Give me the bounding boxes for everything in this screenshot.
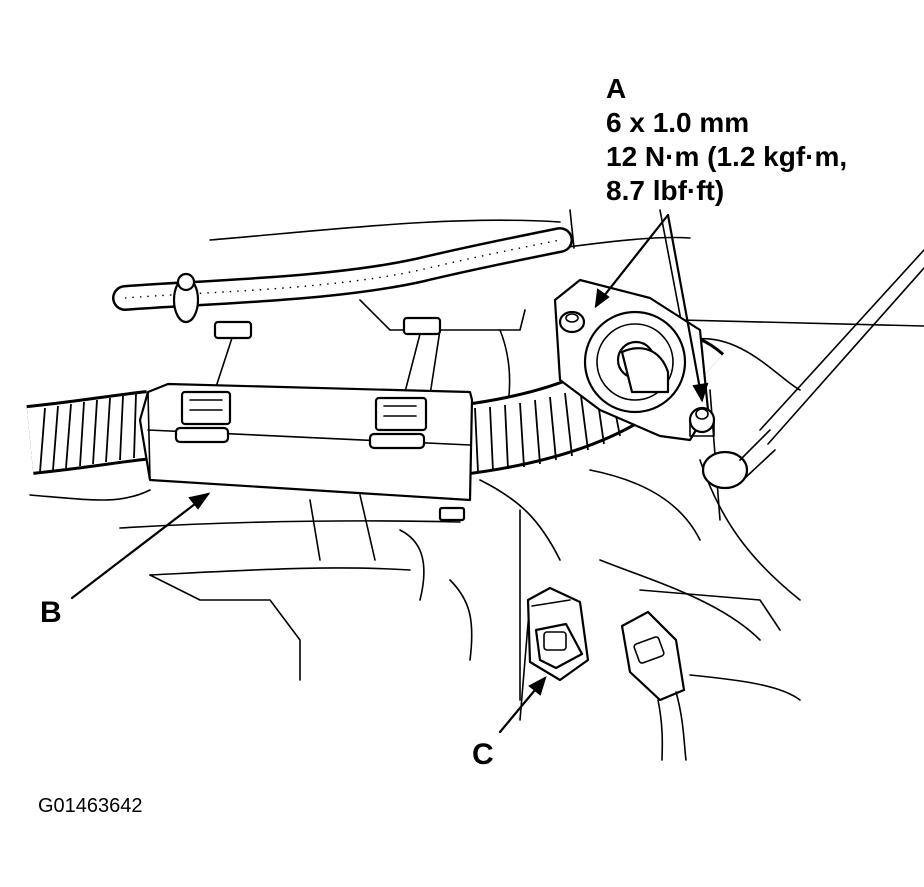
harness-holder [138, 382, 474, 522]
connector-c-right [620, 610, 687, 761]
engine-body-outline [29, 209, 924, 721]
coolant-pipe [701, 249, 924, 490]
bolt-torque-spec: A 6 x 1.0 mm 12 N·m (1.2 kgf·m, 8.7 lbf·… [606, 72, 847, 208]
label-a: A [606, 73, 627, 104]
bolt-lower [688, 406, 716, 437]
label-b: B [40, 596, 62, 629]
bolt-upper [558, 310, 586, 334]
connector-c-left [526, 586, 590, 682]
label-c: C [472, 738, 494, 771]
leader-arrows [70, 213, 709, 734]
figure-id: G01463642 [38, 795, 143, 817]
bolt-size: 6 x 1.0 mm [606, 107, 750, 138]
sensor-flange [553, 278, 716, 442]
torque-value-imperial: 8.7 lbf·ft) [606, 175, 725, 206]
upper-wire-harness [112, 227, 573, 393]
torque-value: 12 N·m (1.2 kgf·m, [606, 141, 848, 172]
